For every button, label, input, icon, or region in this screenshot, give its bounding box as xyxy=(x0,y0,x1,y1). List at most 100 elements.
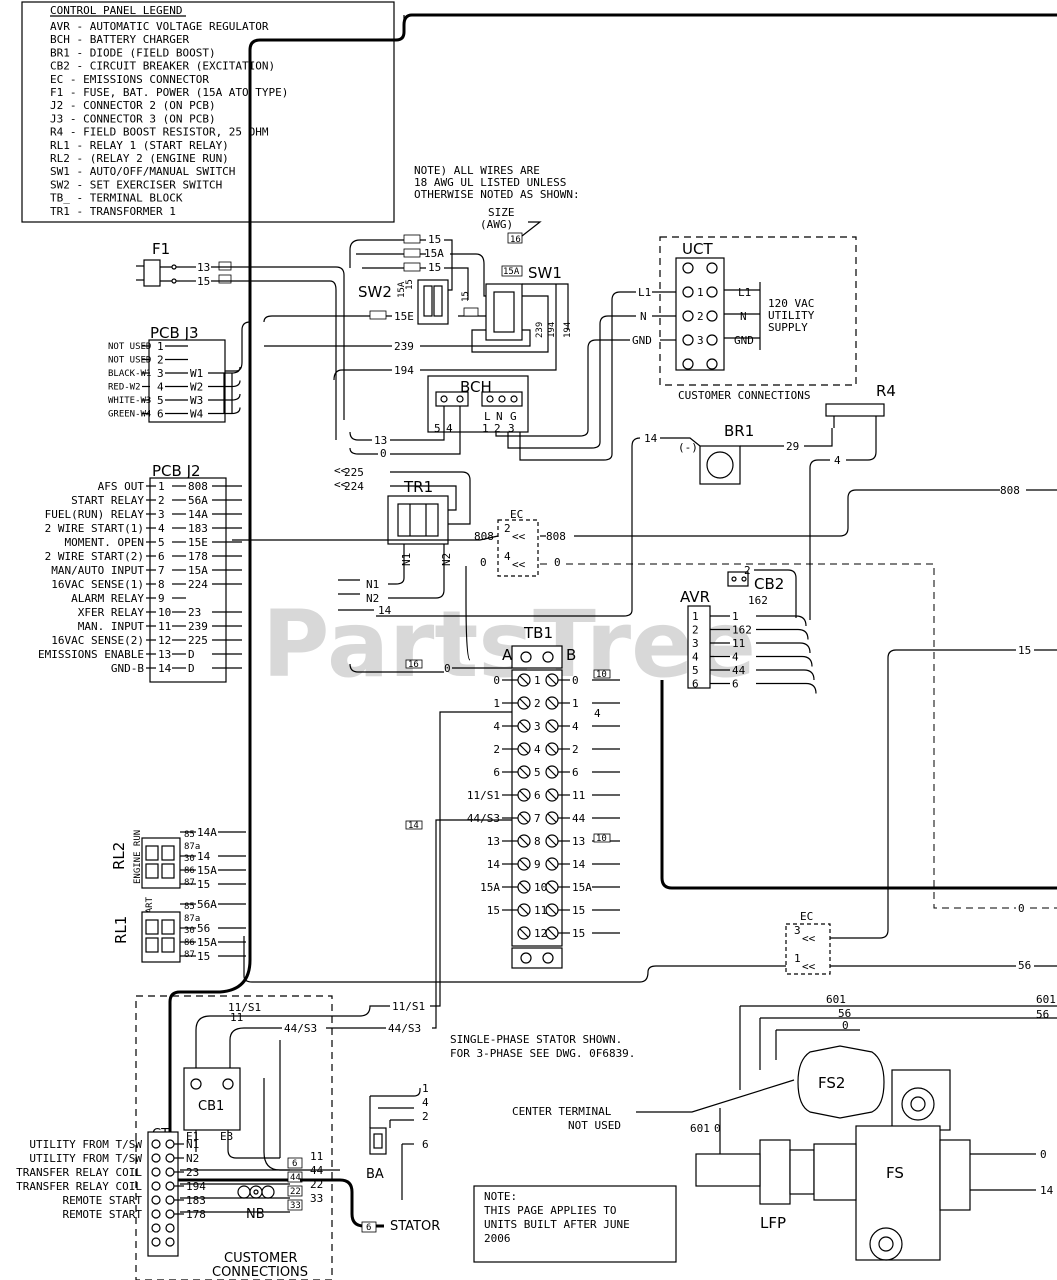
svg-text:13: 13 xyxy=(374,434,387,447)
svg-text:22: 22 xyxy=(290,1187,301,1197)
svg-text:15: 15 xyxy=(428,233,441,246)
svg-text:N: N xyxy=(496,410,503,423)
ct-wire: 178 xyxy=(186,1208,206,1221)
uct-block: UCT 123 L1 N GND 120 VAC UTILITY SUPPLY … xyxy=(495,236,857,461)
svg-text:808: 808 xyxy=(474,530,494,543)
legend-item: CB2 - CIRCUIT BREAKER (EXCITATION) xyxy=(50,60,275,73)
j3-wire: W4 xyxy=(190,408,204,421)
uct-customer-connections: CUSTOMER CONNECTIONS xyxy=(678,389,810,402)
svg-text:4: 4 xyxy=(446,422,453,435)
svg-text:<<: << xyxy=(512,558,526,571)
tb1-right-wire: 6 xyxy=(572,766,579,779)
tb1-left-wire: 15 xyxy=(487,904,500,917)
legend-item: RL1 - RELAY 1 (START RELAY) xyxy=(50,139,229,152)
svg-text:56: 56 xyxy=(1036,1008,1049,1021)
svg-text:14: 14 xyxy=(1040,1184,1054,1197)
j2-pin-number: 1 xyxy=(158,480,165,493)
uct-label: UCT xyxy=(682,240,713,258)
avr-pin: 3 xyxy=(692,637,699,650)
svg-text:14: 14 xyxy=(644,432,658,445)
svg-text:3: 3 xyxy=(508,422,515,435)
svg-text:15E: 15E xyxy=(394,310,414,323)
j2-pin-number: 11 xyxy=(158,620,171,633)
j2-pin-number: 14 xyxy=(158,662,172,675)
ct-terminal-label: TRANSFER RELAY COIL xyxy=(16,1180,142,1193)
j2-pin-label: MAN. INPUT xyxy=(78,620,145,633)
svg-text:N: N xyxy=(740,310,747,323)
svg-text:15A: 15A xyxy=(397,281,407,298)
wire-size-note: NOTE) ALL WIRES ARE 18 AWG UL LISTED UNL… xyxy=(414,164,580,245)
svg-text:4: 4 xyxy=(594,707,601,720)
avr-pin: 4 xyxy=(692,651,699,664)
svg-text:CUSTOMER: CUSTOMER xyxy=(224,1251,297,1266)
r4-label: R4 xyxy=(876,382,896,400)
j2-pin-label: 16VAC SENSE(2) xyxy=(51,634,144,647)
tb1-right-wire: 2 xyxy=(572,743,579,756)
svg-text:2006: 2006 xyxy=(484,1232,511,1245)
j2-wire: 225 xyxy=(188,634,208,647)
svg-text:L: L xyxy=(484,410,491,423)
relay-wire: 56A xyxy=(197,898,217,911)
tb1-left-wire: 0 xyxy=(493,674,500,687)
j2-pin-label: EMISSIONS ENABLE xyxy=(38,648,144,661)
j3-pin-number: 4 xyxy=(157,381,164,394)
svg-text:0: 0 xyxy=(714,1122,721,1135)
svg-text:N2: N2 xyxy=(366,592,379,605)
ct-terminal-label: UTILITY FROM T/SW xyxy=(29,1138,142,1151)
tb1-terminal-number: 11 xyxy=(534,904,547,917)
sw2-switch[interactable]: SW2 15A 15 xyxy=(358,279,449,325)
nb-terminal: NB xyxy=(237,1185,275,1222)
svg-text:4: 4 xyxy=(422,1096,429,1109)
tb1-right-wire: 15 xyxy=(572,927,585,940)
tb1-right-wire: 13 xyxy=(572,835,585,848)
legend-item: BR1 - DIODE (FIELD BOOST) xyxy=(50,46,216,59)
svg-text:0: 0 xyxy=(444,662,451,675)
tb1-right-wire: 44 xyxy=(572,812,586,825)
j2-wire: 23 xyxy=(188,606,201,619)
svg-text:CONNECTIONS: CONNECTIONS xyxy=(212,1265,308,1280)
r4-resistor: R4 4 xyxy=(809,382,896,620)
tb1-terminal-number: 4 xyxy=(534,743,541,756)
legend-item: TR1 - TRANSFORMER 1 xyxy=(50,205,176,218)
relay-wire: 56 xyxy=(197,922,210,935)
svg-text:1: 1 xyxy=(794,952,801,965)
j3-pin-number: 6 xyxy=(157,408,164,421)
legend-item: F1 - FUSE, BAT. POWER (15A ATO TYPE) xyxy=(50,86,288,99)
tr1-transformer: TR1 N1 N2 225 224 << << N1 N2 14 xyxy=(334,464,471,617)
legend-item: EC - EMISSIONS CONNECTOR xyxy=(50,73,209,86)
svg-text:N1: N1 xyxy=(400,553,413,566)
j2-pin-label: FUEL(RUN) RELAY xyxy=(45,508,145,521)
j2-pin-number: 13 xyxy=(158,648,171,661)
svg-text:15A: 15A xyxy=(424,247,444,260)
tb1-left-wire: 13 xyxy=(487,835,500,848)
avr-pin: 6 xyxy=(692,678,699,691)
svg-text:5: 5 xyxy=(434,422,441,435)
cb2-label: CB2 xyxy=(754,575,784,593)
note-line: NOTE) ALL WIRES ARE xyxy=(414,164,540,177)
watermark: PartsTree xyxy=(262,591,756,698)
svg-text:NOT USED: NOT USED xyxy=(568,1119,621,1132)
svg-text:NOTE:: NOTE: xyxy=(484,1190,517,1203)
note-line: OTHERWISE NOTED AS SHOWN: xyxy=(414,188,580,201)
j2-wire: 239 xyxy=(188,620,208,633)
svg-text:224: 224 xyxy=(344,480,364,493)
j3-pin-number: 3 xyxy=(157,367,164,380)
legend-item: RL2 - (RELAY 2 (ENGINE RUN) xyxy=(50,152,229,165)
tb1-right-wire: 4 xyxy=(572,720,579,733)
rl2-label: RL2 xyxy=(110,842,128,870)
avr-label: AVR xyxy=(680,588,710,606)
ba-connector: 1 4 2 6 BA xyxy=(366,1082,429,1200)
j2-pin-label: START RELAY xyxy=(71,494,144,507)
relay-pin: 87a xyxy=(184,842,200,852)
tb1-terminal-number: 3 xyxy=(534,720,541,733)
legend-item: J2 - CONNECTOR 2 (ON PCB) xyxy=(50,99,216,112)
ct-wire: N1 xyxy=(186,1138,199,1151)
cb2-breaker: CB2 2 162 xyxy=(727,564,797,618)
svg-text:N: N xyxy=(640,310,647,323)
sw1-label: SW1 xyxy=(528,264,562,282)
svg-text:N1: N1 xyxy=(366,578,379,591)
svg-text:G: G xyxy=(510,410,517,423)
